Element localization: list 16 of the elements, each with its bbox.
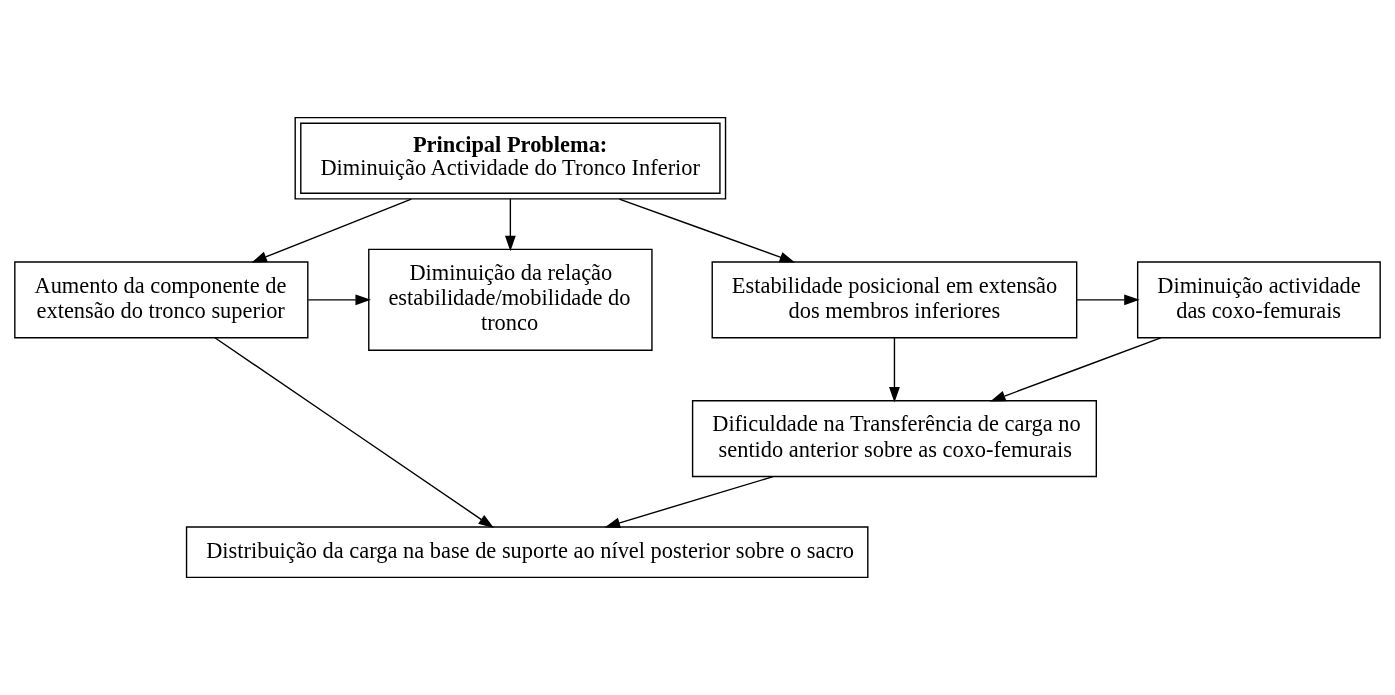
arrow [307, 294, 371, 306]
arrow [889, 337, 900, 403]
node-box: Dificuldade na Transferência de carga no sentido anterior sobre as coxo-femurais [691, 400, 1097, 478]
node-box: Diminuição da relação estabilidade/mobilidade do tronco [368, 248, 653, 351]
arrow [618, 198, 796, 263]
arrow [604, 475, 774, 529]
arrow [214, 337, 494, 529]
node-box: Distribuição da carga na base de suporte ao nível posterior sobre o sacro [185, 526, 869, 579]
node-box: Principal Problema: Diminuição Actividade do Tronco Inferior [294, 116, 727, 200]
node-box: Aumento da componente de extensão do tronco superior [14, 261, 309, 339]
arrow [251, 198, 412, 263]
arrow [990, 337, 1162, 402]
arrow [504, 198, 516, 252]
node-box: Diminuição actividade das coxo-femurais [1136, 261, 1381, 339]
arrow [1076, 294, 1140, 306]
node-box: Estabilidade posicional em extensão dos membros inferiores [711, 261, 1078, 339]
